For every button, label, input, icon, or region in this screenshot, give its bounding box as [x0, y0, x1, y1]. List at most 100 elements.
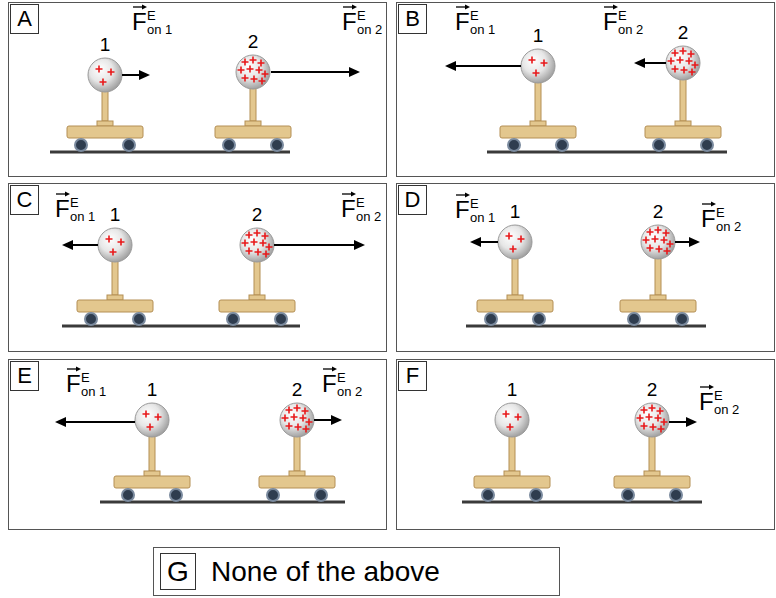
force-subscript: on 1 [81, 385, 106, 398]
plus-charge [661, 419, 668, 426]
cart-pole-base [107, 295, 123, 300]
cart-platform [67, 126, 143, 138]
cart-wheel [622, 489, 634, 501]
plus-charge [655, 227, 662, 234]
plus-charge [652, 236, 659, 243]
vector-arrow-shaft [456, 194, 466, 195]
option-letter: C [17, 189, 33, 211]
cart-number: 2 [252, 205, 263, 224]
force-superscript: E [470, 197, 479, 210]
plus-charge [541, 60, 548, 67]
cart-number: 1 [507, 380, 518, 399]
force-superscript: E [714, 389, 723, 402]
plus-charge [242, 75, 249, 82]
force-superscript: E [81, 371, 90, 384]
force-arrow-head [354, 240, 365, 250]
option-panel: FEon 11FEon 22E [8, 359, 387, 530]
track [466, 325, 706, 328]
force-arrow-shaft [271, 71, 351, 73]
plus-charge [657, 408, 664, 415]
cart-number: 1 [147, 380, 158, 399]
plus-charge [260, 240, 267, 247]
cart-number: 2 [678, 23, 689, 42]
plus-charge [106, 236, 113, 243]
cart-wheel [85, 313, 97, 325]
vector-arrow-shaft [342, 193, 352, 194]
cart-scene [56, 192, 365, 327]
cart-platform [114, 476, 190, 488]
force-superscript: E [470, 9, 479, 22]
cart-pole-base [97, 121, 113, 126]
plus-charge [118, 239, 125, 246]
plus-charge [242, 240, 249, 247]
cart-wheel [223, 139, 235, 151]
cart-wheel [530, 489, 542, 501]
force-subscript: on 2 [357, 23, 382, 36]
charged-sphere [135, 403, 169, 437]
cart-pole-base [650, 295, 666, 300]
force-subscript: on 2 [337, 385, 362, 398]
plus-charge [686, 58, 693, 65]
option-letter-box: G [160, 553, 196, 590]
cart-pole-base [530, 121, 546, 126]
option-box: None of the above G [153, 547, 560, 596]
option-text: None of the above [211, 558, 440, 586]
charged-sphere [666, 46, 700, 80]
option-panel: FEon 11FEon 22B [396, 2, 775, 177]
plus-charge [262, 233, 269, 240]
cart-number: 1 [510, 202, 521, 221]
vector-arrow-shaft [67, 368, 77, 369]
charged-sphere [88, 58, 122, 92]
track [462, 501, 702, 504]
plus-charge [251, 76, 258, 83]
cart-pole-base [249, 295, 265, 300]
plus-charge [647, 229, 654, 236]
option-letter: E [17, 365, 32, 387]
plus-charge [689, 69, 696, 76]
plus-charge [533, 70, 540, 77]
vector-arrow-head [76, 367, 81, 372]
plus-charge [286, 423, 293, 430]
cart-wheel [133, 313, 145, 325]
vector-arrow-shaft [702, 203, 712, 204]
force-arrow-head [139, 70, 150, 80]
vector-arrow-head [332, 367, 337, 372]
force-subscript: on 1 [470, 23, 495, 36]
charged-sphere [495, 403, 529, 437]
cart-wheel [267, 489, 279, 501]
plus-charge [688, 51, 695, 58]
plus-charge [266, 244, 273, 251]
charged-sphere [98, 228, 132, 262]
force-superscript: E [147, 9, 156, 22]
option-panel: FEon 11FEon 22C [8, 183, 387, 352]
cart-pole-base [144, 471, 160, 476]
charged-sphere [641, 225, 675, 259]
cart-number: 1 [533, 26, 544, 45]
cart-wheel [533, 313, 545, 325]
plus-charge [649, 405, 656, 412]
vector-arrow-head [351, 192, 356, 197]
option-letter: B [405, 8, 420, 30]
plus-charge [650, 424, 657, 431]
vector-arrow-head [65, 192, 70, 197]
force-symbol: F [132, 10, 147, 34]
force-superscript: E [337, 371, 346, 384]
plus-charge [510, 246, 517, 253]
cart-wheel [275, 313, 287, 325]
plus-charge [677, 57, 684, 64]
cart-wheel [227, 313, 239, 325]
plus-charge [680, 48, 687, 55]
option-letter-box: A [10, 4, 39, 34]
charged-sphere [240, 228, 274, 262]
force-superscript: E [618, 9, 627, 22]
plus-charge [300, 415, 307, 422]
plus-charge [302, 408, 309, 415]
force-subscript: on 2 [618, 23, 643, 36]
cart-wheel [508, 139, 520, 151]
option-letter: F [406, 365, 419, 387]
cart-platform [219, 300, 295, 312]
plus-charge [258, 60, 265, 67]
plus-charge [291, 414, 298, 421]
plus-charge [663, 230, 670, 237]
